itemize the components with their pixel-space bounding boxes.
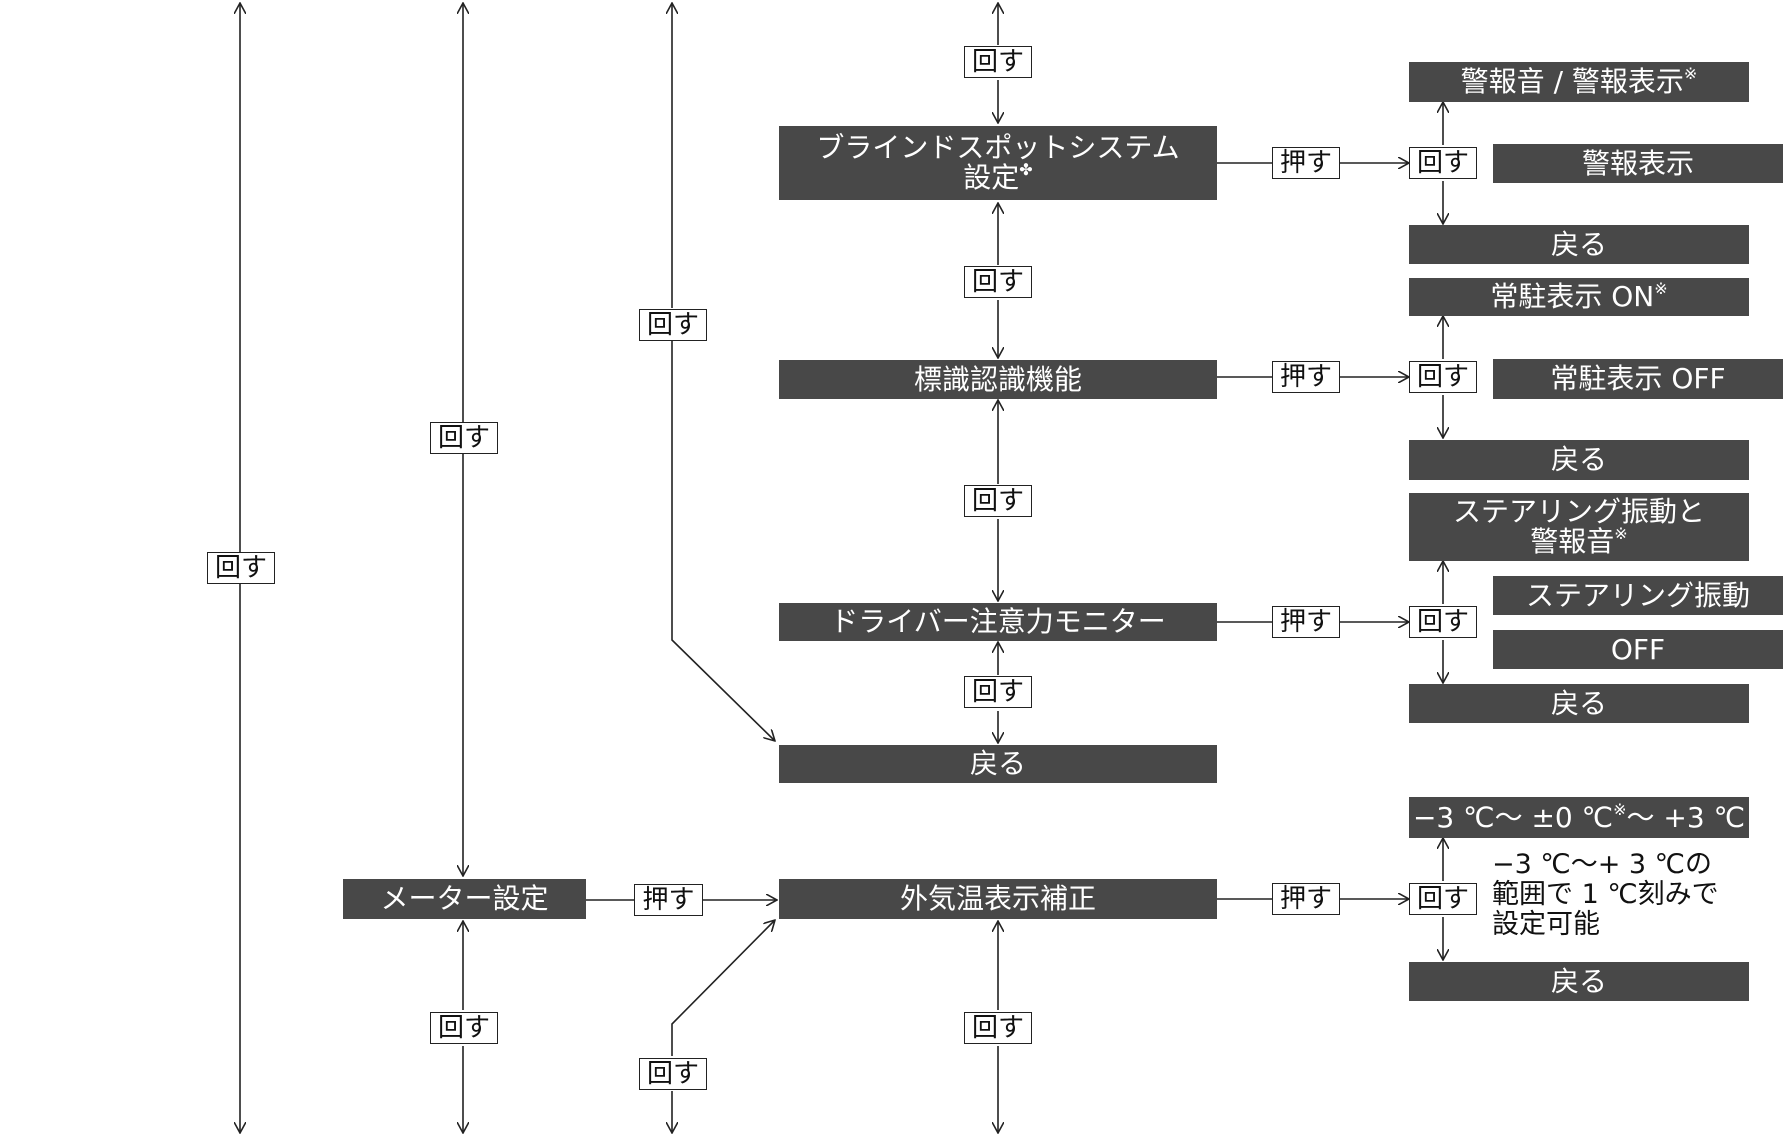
push-label: 押す <box>1272 361 1340 393</box>
push-label: 押す <box>634 884 703 916</box>
turn-label: 回す <box>1409 147 1477 179</box>
temp-option-back[interactable]: 戻る <box>1409 962 1749 1001</box>
attention-option-vibration-sound[interactable]: ステアリング振動と 警報音※ <box>1409 493 1749 561</box>
turn-label: 回す <box>1409 361 1477 393</box>
arrow-up-diagonal <box>671 920 775 1056</box>
blind-spot-option-sound-display[interactable]: 警報音 / 警報表示※ <box>1409 62 1749 102</box>
default-mark: ※ <box>1613 799 1627 819</box>
push-label: 押す <box>1272 883 1340 915</box>
sign-option-always-on[interactable]: 常駐表示 ON※ <box>1409 278 1749 316</box>
blind-spot-line1: ブラインドスポットシステム <box>816 131 1180 164</box>
optional-mark: ✤ <box>1019 160 1033 179</box>
turn-label: 回す <box>964 1012 1032 1044</box>
sign-recognition-item[interactable]: 標識認識機能 <box>779 360 1217 399</box>
default-mark: ※ <box>1614 524 1628 543</box>
attention-option-back[interactable]: 戻る <box>1409 684 1749 723</box>
turn-label: 回す <box>639 309 707 341</box>
turn-label: 回す <box>430 422 498 454</box>
turn-label: 回す <box>207 552 275 584</box>
blind-spot-system-item[interactable]: ブラインドスポットシステム 設定✤ <box>779 126 1217 200</box>
default-mark: ※ <box>1683 64 1698 83</box>
blind-spot-option-display[interactable]: 警報表示 <box>1493 144 1783 183</box>
meter-settings-item[interactable]: メーター設定 <box>343 879 586 919</box>
temp-option-range[interactable]: −3 ℃〜 ±0 ℃※〜 +3 ℃ <box>1409 797 1749 838</box>
blind-spot-line2: 設定 <box>963 161 1020 194</box>
sign-option-back[interactable]: 戻る <box>1409 440 1749 480</box>
turn-label: 回す <box>964 46 1032 78</box>
turn-label: 回す <box>430 1012 498 1044</box>
turn-label: 回す <box>964 485 1032 517</box>
back-item[interactable]: 戻る <box>779 745 1217 783</box>
sign-option-always-off[interactable]: 常駐表示 OFF <box>1493 359 1783 399</box>
push-label: 押す <box>1272 606 1340 638</box>
attention-option-vibration[interactable]: ステアリング振動 <box>1493 576 1783 615</box>
attention-option-off[interactable]: OFF <box>1493 630 1783 669</box>
driver-attention-monitor-item[interactable]: ドライバー注意力モニター <box>779 603 1217 641</box>
turn-label: 回す <box>964 676 1032 708</box>
push-label: 押す <box>1272 147 1340 179</box>
turn-label: 回す <box>639 1058 707 1090</box>
arrow-down-diagonal <box>671 341 775 741</box>
outside-temp-correction-item[interactable]: 外気温表示補正 <box>779 879 1217 919</box>
turn-label: 回す <box>1409 606 1477 638</box>
default-mark: ※ <box>1654 279 1668 298</box>
turn-label: 回す <box>964 266 1032 298</box>
blind-spot-option-back[interactable]: 戻る <box>1409 225 1749 264</box>
temp-range-note: −3 ℃〜+ 3 ℃の 範囲で 1 ℃刻みで 設定可能 <box>1492 849 1719 940</box>
turn-label: 回す <box>1409 883 1477 915</box>
